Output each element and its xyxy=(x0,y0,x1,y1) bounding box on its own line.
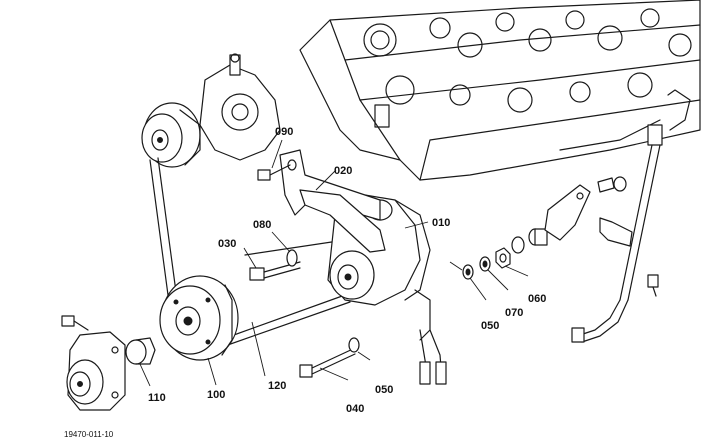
gear-hub xyxy=(66,331,126,411)
fan-belt xyxy=(149,157,351,348)
part-labels: 090 020 010 080 030 060 070 050 050 040 … xyxy=(64,126,546,439)
washer-050-right xyxy=(462,264,474,280)
label-060: 060 xyxy=(528,293,546,305)
washer-050-lower xyxy=(348,337,360,353)
drawing-id: 19470-011-10 xyxy=(64,430,114,439)
label-070: 070 xyxy=(505,307,523,319)
pulley-nut xyxy=(125,337,156,365)
washer-080 xyxy=(286,249,298,267)
label-040: 040 xyxy=(346,403,364,415)
alternator-bracket xyxy=(279,149,386,253)
label-020: 020 xyxy=(334,165,352,177)
dipstick-tube xyxy=(571,89,691,343)
label-080: 080 xyxy=(253,219,271,231)
label-100: 100 xyxy=(207,389,225,401)
nut-060 xyxy=(495,247,511,269)
label-090: 090 xyxy=(275,126,293,138)
bolt-040 xyxy=(299,347,356,378)
label-010: 010 xyxy=(432,217,450,229)
bolt-small-left xyxy=(61,315,89,331)
cylinder-head xyxy=(299,0,701,181)
label-030: 030 xyxy=(218,238,236,250)
bolt-090 xyxy=(257,164,291,181)
water-pump xyxy=(199,53,281,161)
spacer-washers xyxy=(511,228,548,254)
spring-washer-070 xyxy=(479,256,491,272)
label-050-lower: 050 xyxy=(375,384,393,396)
crankshaft-pulley xyxy=(159,275,239,361)
fan-pulley xyxy=(141,102,201,168)
label-120: 120 xyxy=(268,380,286,392)
label-050-right: 050 xyxy=(481,320,499,332)
adjusting-plate xyxy=(544,176,627,241)
leader-lines xyxy=(139,139,529,387)
label-110: 110 xyxy=(148,392,166,404)
